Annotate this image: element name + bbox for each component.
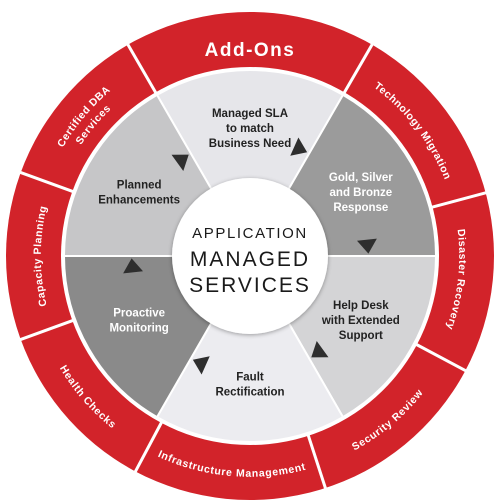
flow-arrow	[171, 154, 189, 171]
ring-divider	[306, 434, 328, 490]
flow-arrow	[356, 238, 377, 254]
segment-label-2: and Bronze	[330, 187, 393, 199]
segment-label-2: Gold, Silver	[329, 172, 393, 184]
addons-title: Add-Ons	[205, 40, 296, 61]
center-title-line1: APPLICATION	[192, 225, 308, 242]
segment-label-1: Managed SLA	[212, 108, 288, 120]
segment-1	[155, 69, 345, 258]
flow-arrow	[311, 341, 329, 358]
segment-label-2: Response	[333, 202, 388, 214]
ring-divider	[415, 342, 468, 373]
center-circle	[172, 178, 328, 334]
segment-label-6: Enhancements	[98, 195, 180, 207]
ring-divider	[431, 191, 488, 209]
ring-label-capacity-planning: Capacity Planning	[32, 204, 50, 307]
segment-label-1: to match	[226, 123, 274, 135]
segment-label-5: Proactive	[113, 308, 165, 320]
center-hub: APPLICATION MANAGED SERVICES	[172, 178, 328, 334]
segment-label-4: Fault	[236, 372, 264, 384]
ring-divider	[342, 43, 374, 94]
flow-arrow	[192, 356, 210, 375]
center-title-line2: MANAGED	[190, 248, 310, 271]
segment-label-3: Help Desk	[333, 300, 389, 312]
segment-label-3: Support	[339, 330, 383, 342]
center-title-line3: SERVICES	[189, 274, 311, 297]
segment-label-5: Monitoring	[109, 323, 168, 335]
ring-divider	[19, 318, 74, 342]
segment-4	[155, 253, 345, 443]
segment-label-1: Business Need	[209, 138, 291, 150]
ring-divider	[133, 421, 164, 474]
segment-label-4: Rectification	[215, 387, 284, 399]
segment-label-3: with Extended	[321, 315, 400, 327]
ring-divider	[19, 170, 74, 194]
flow-arrow	[123, 258, 144, 274]
flow-arrow	[290, 137, 308, 156]
segment-label-6: Planned	[117, 180, 162, 192]
ring-divider	[126, 43, 158, 94]
